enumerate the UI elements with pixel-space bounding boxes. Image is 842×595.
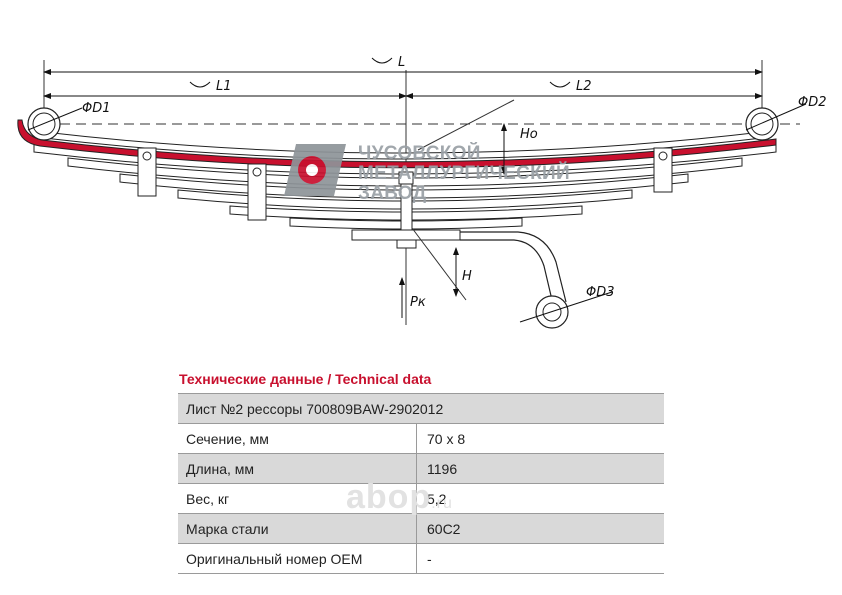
- row-label: Длина, мм: [178, 453, 417, 484]
- label-D2: ΦD2: [798, 95, 827, 110]
- table-row: Оригинальный номер OEM -: [178, 543, 664, 574]
- technical-data-table: Лист №2 рессоры 700809BAW-2902012 Сечени…: [178, 393, 664, 574]
- logo-line-3: ЗАВОД: [358, 183, 427, 204]
- part-description: Лист №2 рессоры 700809BAW-2902012: [178, 393, 664, 424]
- row-value: 70 х 8: [416, 423, 664, 454]
- table-header-row: Лист №2 рессоры 700809BAW-2902012: [178, 393, 664, 424]
- spring-hook: [460, 231, 567, 303]
- row-value: 60С2: [416, 513, 664, 544]
- label-L1: L1: [216, 79, 232, 94]
- clamp-left-1: [137, 147, 157, 197]
- label-D1: ΦD1: [82, 101, 111, 116]
- watermark: abop.ru: [346, 478, 453, 517]
- row-label: Вес, кг: [178, 483, 417, 514]
- table-row: Вес, кг 5,2: [178, 483, 664, 514]
- highlighted-leaf-2: [17, 119, 777, 169]
- label-L: L: [398, 55, 405, 70]
- table-row: Марка стали 60С2: [178, 513, 664, 544]
- table-row: Длина, мм 1196: [178, 453, 664, 484]
- company-logo: ЧУСОВСКОЙ МЕТАЛЛУРГИЧЕСКИЙ ЗАВОД: [284, 142, 570, 204]
- clamp-left-2: [247, 163, 267, 221]
- row-label: Оригинальный номер OEM: [178, 543, 417, 574]
- label-Pk: Pк: [410, 295, 426, 310]
- row-label: Марка стали: [178, 513, 417, 544]
- row-value: 1196: [416, 453, 664, 484]
- watermark-main: abop: [346, 478, 432, 516]
- leaf-spring-drawing: L L1 L2: [17, 55, 827, 329]
- clamp-right-1: [653, 147, 673, 193]
- row-label: Сечение, мм: [178, 423, 417, 454]
- spring-pad: [351, 229, 461, 241]
- eye-right: [745, 107, 779, 141]
- technical-data-title: Технические данные / Technical data: [179, 371, 432, 387]
- row-value: 5,2: [416, 483, 664, 514]
- label-L2: L2: [576, 79, 592, 94]
- label-D3: ΦD3: [586, 285, 615, 300]
- watermark-suffix: .ru: [431, 495, 453, 512]
- logo-line-1: ЧУСОВСКОЙ: [358, 142, 481, 164]
- label-H: H: [462, 269, 472, 284]
- table-row: Сечение, мм 70 х 8: [178, 423, 664, 454]
- row-value: -: [416, 543, 664, 574]
- label-Ho: Ho: [520, 127, 538, 142]
- logo-line-2: МЕТАЛЛУРГИЧЕСКИЙ: [358, 162, 570, 184]
